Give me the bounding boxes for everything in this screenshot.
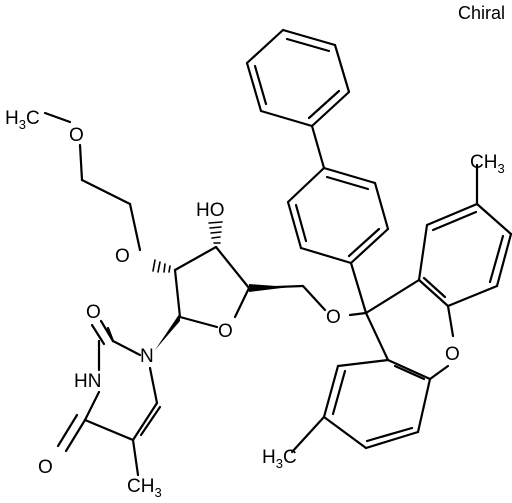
hydroxyl-label: HO (196, 200, 225, 221)
wedge-bond-n (155, 313, 180, 350)
biphenyl-top-ring (245, 28, 351, 128)
methyl-uracil-label: CH3 (127, 476, 162, 500)
ether-o-label: O (69, 125, 84, 146)
hashed-bond-oh (208, 221, 223, 244)
aryl-to-central-bond (349, 261, 368, 315)
furanose-ring (173, 245, 251, 329)
methyl-terminal-label: H3C (5, 108, 40, 132)
xanthene-o-bond-1 (446, 304, 455, 338)
biphenyl-link (310, 124, 326, 170)
xanthene-o-bond-2 (428, 364, 450, 381)
carbonyl-top-bond-2 (90, 323, 106, 346)
o-to-ch2-bond (301, 284, 327, 312)
xanthene-lower-ring (322, 311, 432, 450)
carbonyl-top-label: O (86, 302, 101, 323)
chiral-label: Chiral (458, 3, 505, 23)
carbonyl-bottom-bond (64, 418, 87, 453)
nh-label: HN (74, 371, 101, 392)
hashed-bond-ether (152, 259, 171, 273)
xanthene-upper-ring (364, 202, 512, 315)
carbonyl-bottom-label: O (38, 457, 53, 478)
methyl-bottom-bond (290, 415, 326, 454)
uracil-ring (83, 326, 162, 442)
central-to-o-bond (348, 311, 368, 317)
trityl-o-label: O (326, 307, 341, 328)
methyl-bottom-label: H3C (262, 447, 297, 471)
ether-o2-label: O (115, 246, 130, 267)
wedge-bond-ch2 (249, 284, 290, 292)
biphenyl-lower-ring (286, 166, 390, 265)
carbonyl-bottom-bond-2 (56, 413, 79, 448)
methoxyethoxy-chain (43, 111, 142, 252)
ring-o-label: O (218, 321, 233, 342)
methyl-uracil-bond (131, 438, 140, 477)
carbonyl-top-bond (99, 319, 115, 343)
n1-label: N (140, 346, 154, 367)
methyl-right-label: CH3 (470, 152, 505, 176)
xanthene-o-label: O (445, 344, 460, 365)
